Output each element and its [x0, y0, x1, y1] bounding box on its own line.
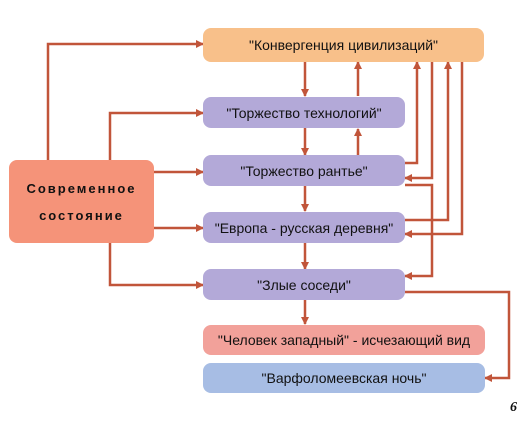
western-man-node: "Человек западный" - исчезающий вид — [203, 325, 485, 355]
bartholomew-node: "Варфоломеевская ночь" — [203, 363, 485, 393]
arrow-source-to-technology — [108, 109, 204, 160]
arrow-neighbors-to-bartholomew — [405, 290, 511, 382]
arrow-convergence-to-europe — [404, 62, 464, 238]
arrow-source-to-neighbors — [108, 243, 204, 289]
arrow-europe-to-convergence — [405, 61, 452, 222]
rentier-node: "Торжество рантье" — [203, 155, 405, 186]
convergence-node: "Конвергенция цивилизаций" — [203, 28, 484, 62]
arrow-convergence-to-rentier — [404, 62, 434, 182]
arrow-rentier-to-convergence — [405, 61, 421, 165]
arrow-source-to-convergence — [46, 40, 204, 160]
europe-node: "Европа - русская деревня" — [203, 212, 405, 243]
current-state-node: Современное состояние — [9, 160, 154, 243]
current-state-line1: Современное — [26, 180, 137, 196]
arrow-rentier-to-neighbors — [404, 183, 434, 280]
technology-node: "Торжество технологий" — [203, 97, 405, 128]
current-state-line2: состояние — [39, 207, 124, 223]
page-number: 6 — [510, 400, 517, 415]
neighbors-node: "Злые соседи" — [203, 269, 405, 300]
